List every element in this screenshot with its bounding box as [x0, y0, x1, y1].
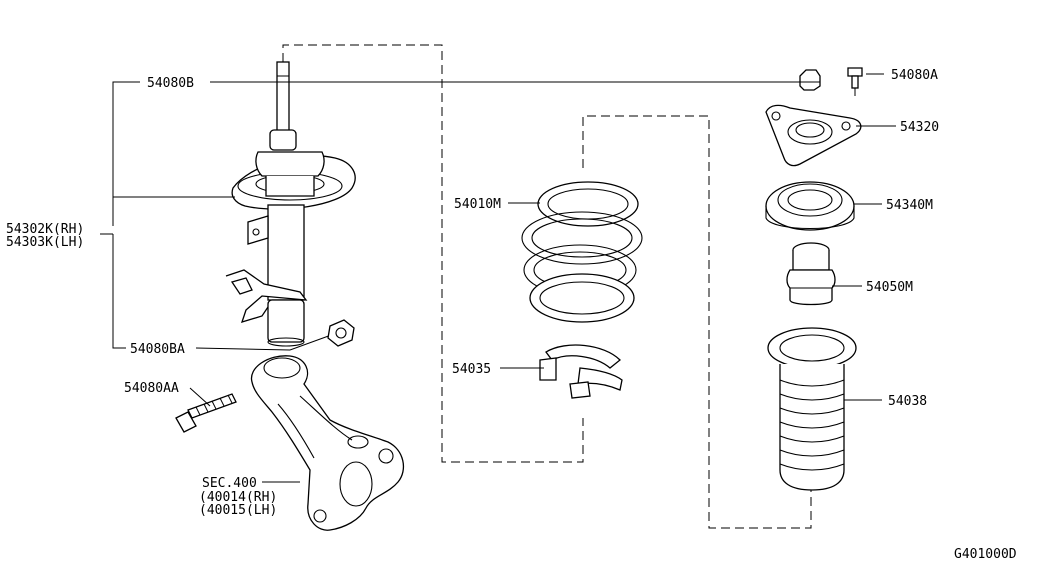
callout-54038: 54038 [888, 394, 927, 409]
strut-bearing [765, 181, 855, 231]
callout-54080B: 54080B [147, 76, 194, 91]
callout-54050M: 54050M [866, 280, 913, 295]
drawing-code: G401000D [954, 547, 1017, 562]
coil-spring [521, 181, 643, 323]
callout-54303K-lh: 54303K(LH) [6, 235, 84, 250]
small-bolt-54080A [847, 67, 863, 96]
spring-insulator [539, 344, 623, 399]
callout-54080AA: 54080AA [124, 381, 179, 396]
callout-54035: 54035 [452, 362, 491, 377]
bump-stop [786, 242, 836, 306]
callout-sec400: SEC.400 [202, 476, 257, 491]
callout-54080A: 54080A [891, 68, 938, 83]
steering-knuckle [250, 355, 405, 531]
callout-54340M: 54340M [886, 198, 933, 213]
strut-assembly [225, 61, 356, 347]
callout-54080BA: 54080BA [130, 342, 185, 357]
callout-54010M: 54010M [454, 197, 501, 212]
spring-group-outline [582, 115, 812, 529]
callout-54302K-rh: 54302K(RH) [6, 222, 84, 237]
bolt-54080BA [289, 319, 355, 351]
leader-lines [100, 73, 896, 483]
upper-nut [799, 69, 821, 91]
callout-54320: 54320 [900, 120, 939, 135]
callout-40015-lh: (40015(LH) [199, 503, 277, 518]
bolt-54080AA [175, 393, 237, 433]
callout-40014-rh: (40014(RH) [199, 490, 277, 505]
dust-boot [767, 327, 857, 491]
mounting-insulator [765, 104, 862, 167]
strut-group-outline [282, 44, 584, 463]
